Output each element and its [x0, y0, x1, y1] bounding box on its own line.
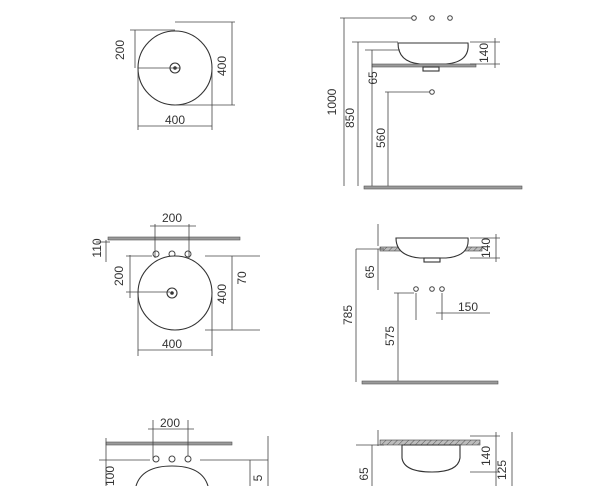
- plan-view-1: 200 400 400: [113, 21, 235, 130]
- dim-label-110: 110: [90, 238, 104, 257]
- basin-profile: [397, 42, 469, 65]
- dim-label-140: 140: [477, 43, 491, 63]
- dim-label-100: 100: [103, 466, 117, 486]
- dim-label-200-top: 200: [162, 211, 182, 225]
- dim-label-200-left: 200: [112, 266, 126, 286]
- tap-hole-icon: [152, 250, 160, 258]
- dim-label-575: 575: [383, 326, 397, 346]
- drain-stub: [422, 66, 440, 72]
- dim-label-150: 150: [458, 300, 478, 314]
- tap-hole-icon: [447, 15, 453, 21]
- tap-hole-icon: [184, 250, 192, 258]
- dim-label-400-right: 400: [215, 284, 229, 304]
- outlet-icon: [429, 89, 435, 95]
- tap-hole-icon: [413, 286, 419, 292]
- side-view-2: 140 65 785 575 150: [341, 224, 500, 385]
- tap-hole-icon: [411, 15, 417, 21]
- dim-label-65: 65: [366, 71, 380, 85]
- drain-stub: [423, 257, 441, 263]
- dim-label-125: 125: [495, 460, 509, 480]
- dim-label-560: 560: [374, 128, 388, 148]
- dim-label-785: 785: [341, 305, 355, 325]
- dim-label-140: 140: [479, 238, 493, 258]
- dim-label-400-right: 400: [215, 56, 229, 76]
- plan-view-2: 200 110 200 400 70 400: [90, 211, 260, 356]
- tap-hole-icon: [152, 455, 160, 463]
- dim-label-1000: 1000: [325, 88, 339, 115]
- tap-hole-icon: [168, 455, 176, 463]
- dim-label-140: 140: [479, 446, 493, 466]
- countertop-slab: [105, 441, 233, 446]
- tap-hole-icon: [184, 455, 192, 463]
- dim-label-65: 65: [363, 265, 377, 279]
- floor-line: [361, 380, 499, 385]
- tap-hole-icon: [429, 15, 435, 21]
- countertop-slab: [107, 236, 241, 241]
- dim-label-5: 5: [251, 474, 265, 481]
- dim-label-400-bottom: 400: [165, 113, 185, 127]
- dim-label-400-bottom: 400: [162, 337, 182, 351]
- dim-label-850: 850: [343, 108, 357, 128]
- tap-hole-icon: [439, 286, 445, 292]
- side-view-3: 65 140 125: [356, 430, 513, 486]
- basin-profile: [401, 444, 461, 473]
- dim-label-70: 70: [235, 271, 249, 285]
- dim-label-200-top: 200: [160, 416, 180, 430]
- side-view-1: 1000 850 65 560 140: [325, 15, 523, 190]
- basin-profile: [395, 237, 469, 259]
- countertop-section: [379, 439, 481, 446]
- dim-label-200: 200: [113, 40, 127, 60]
- tap-hole-icon: [429, 286, 435, 292]
- floor-line: [363, 185, 523, 190]
- plan-view-3: 200 100 5: [99, 416, 269, 486]
- dim-label-65: 65: [357, 467, 371, 481]
- basin-outline: [135, 465, 209, 486]
- drain-center-dot: [170, 291, 174, 295]
